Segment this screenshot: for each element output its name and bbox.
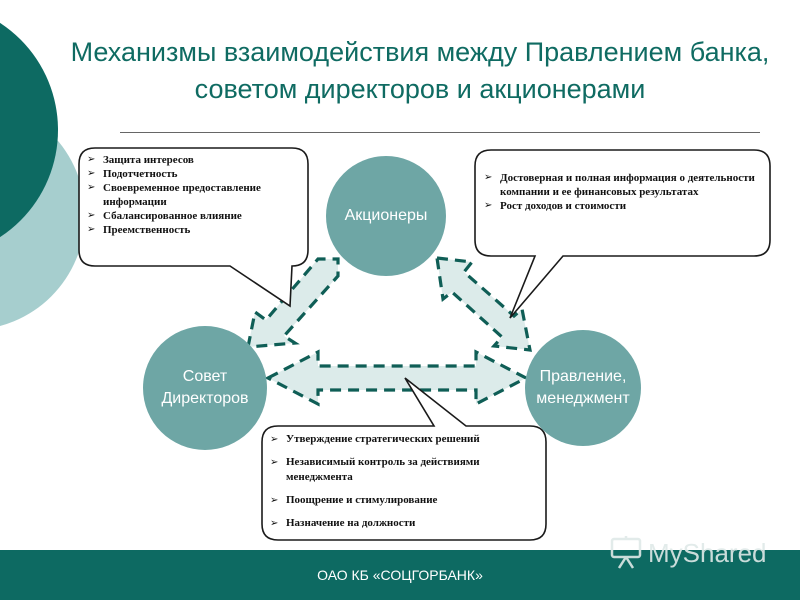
watermark: MyShared xyxy=(610,536,767,570)
arrow-board-management xyxy=(264,349,530,407)
presentation-board-icon xyxy=(610,536,642,569)
node-shareholders-label: Акционеры xyxy=(344,207,428,224)
callout-item: Своевременное предоставление информации xyxy=(87,181,301,209)
node-shareholders: Акционеры xyxy=(326,196,446,236)
callout-item: Поощрение и стимулирование xyxy=(270,493,538,508)
node-board: Совет Директоров xyxy=(143,360,267,416)
arrow-board-shareholders xyxy=(246,257,340,349)
callout-item: Подотчетность xyxy=(87,167,301,181)
node-board-label-2: Директоров xyxy=(161,390,249,407)
decor-circle-dark xyxy=(0,22,58,238)
node-management: Правление, менеджмент xyxy=(525,360,641,416)
node-management-label-1: Правление, xyxy=(539,368,627,385)
board-circle xyxy=(143,326,267,450)
callout-management-shareholders: Достоверная и полная информация о деятел… xyxy=(484,171,760,213)
footer-company-name: ОАО КБ «СОЦГОРБАНК» xyxy=(317,567,483,583)
callout-item: Утверждение стратегических решений xyxy=(270,432,538,447)
callout-board-management: Утверждение стратегических решений Незав… xyxy=(270,432,538,531)
node-board-label-1: Совет xyxy=(182,368,228,385)
watermark-text: MyShared xyxy=(648,537,767,568)
callout-board-shareholders: Защита интересов Подотчетность Своевреме… xyxy=(87,153,301,237)
title-divider xyxy=(120,132,760,133)
callout-item: Достоверная и полная информация о деятел… xyxy=(484,171,760,199)
callout-item: Преемственность xyxy=(87,223,301,237)
slide-title: Механизмы взаимодействия между Правление… xyxy=(70,37,770,104)
arrow-shareholders-management xyxy=(435,256,532,352)
callout-item: Назначение на должности xyxy=(270,516,538,531)
node-management-label-2: менеджмент xyxy=(536,390,630,407)
callout-item: Независимый контроль за действиями менед… xyxy=(270,455,538,485)
callout-item: Защита интересов xyxy=(87,153,301,167)
callout-item: Рост доходов и стоимости xyxy=(484,199,760,213)
shareholders-circle xyxy=(326,156,446,276)
footer-bar xyxy=(0,550,800,600)
management-circle xyxy=(525,330,641,446)
callout-item: Сбалансированное влияние xyxy=(87,209,301,223)
